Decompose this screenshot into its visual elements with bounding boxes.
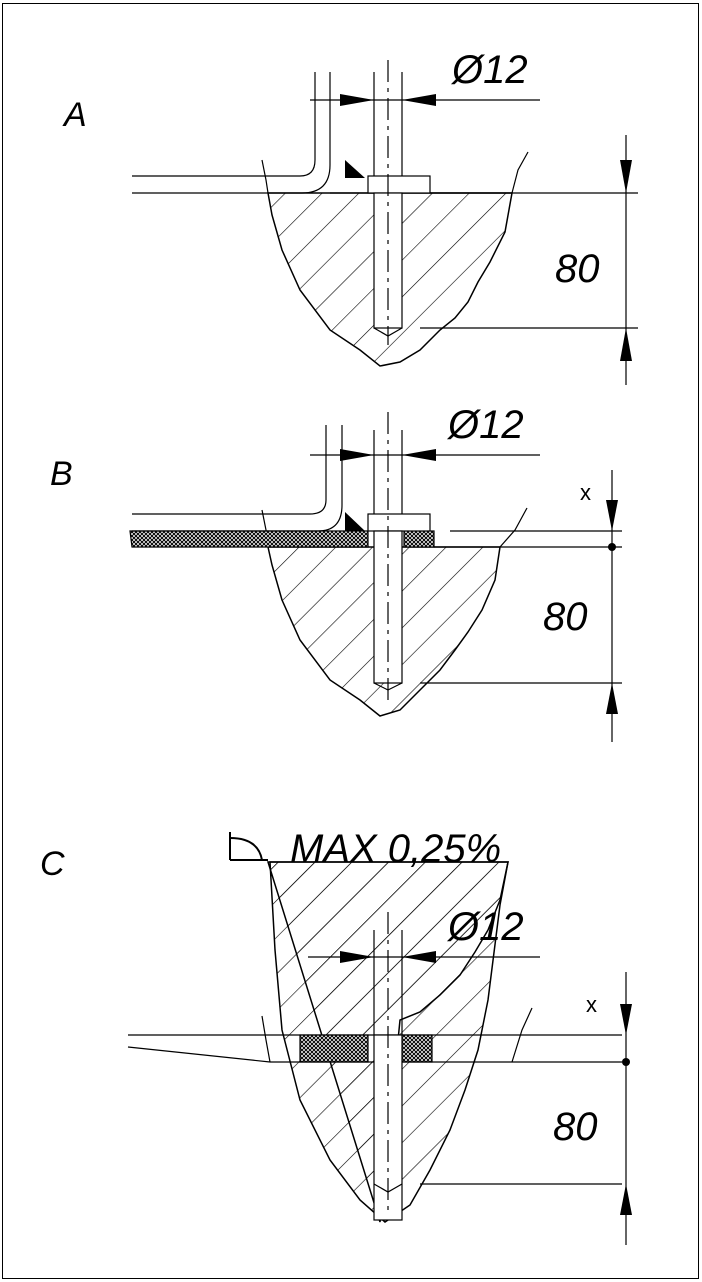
depth-a: 80 <box>555 247 600 291</box>
detail-c: C MAX 0,25% Ø12 x 80 <box>40 827 632 1245</box>
washer-b <box>367 513 431 532</box>
depth-b: 80 <box>543 595 588 639</box>
detail-a: A Ø12 80 <box>62 48 638 385</box>
column-b <box>132 425 327 515</box>
gap-c: x <box>586 992 597 1017</box>
slope-icon <box>229 832 268 861</box>
detail-a-label: A <box>62 96 87 134</box>
washer-a <box>367 175 431 194</box>
weld-b <box>345 512 365 531</box>
detail-b-label: B <box>50 455 73 493</box>
grout-b <box>129 530 369 548</box>
detail-b: B Ø12 x 80 <box>50 403 622 742</box>
diameter-b: Ø12 <box>446 403 524 447</box>
diameter-c: Ø12 <box>446 905 524 949</box>
shim-left-c <box>299 1034 369 1063</box>
depth-c: 80 <box>553 1105 598 1149</box>
drawing-frame <box>2 3 699 1279</box>
detail-c-label: C <box>40 845 65 883</box>
diameter-a: Ø12 <box>450 48 528 92</box>
shim-right-c <box>401 1034 433 1063</box>
column-a <box>132 72 316 177</box>
gap-b: x <box>580 480 591 505</box>
weld-a <box>345 160 365 178</box>
